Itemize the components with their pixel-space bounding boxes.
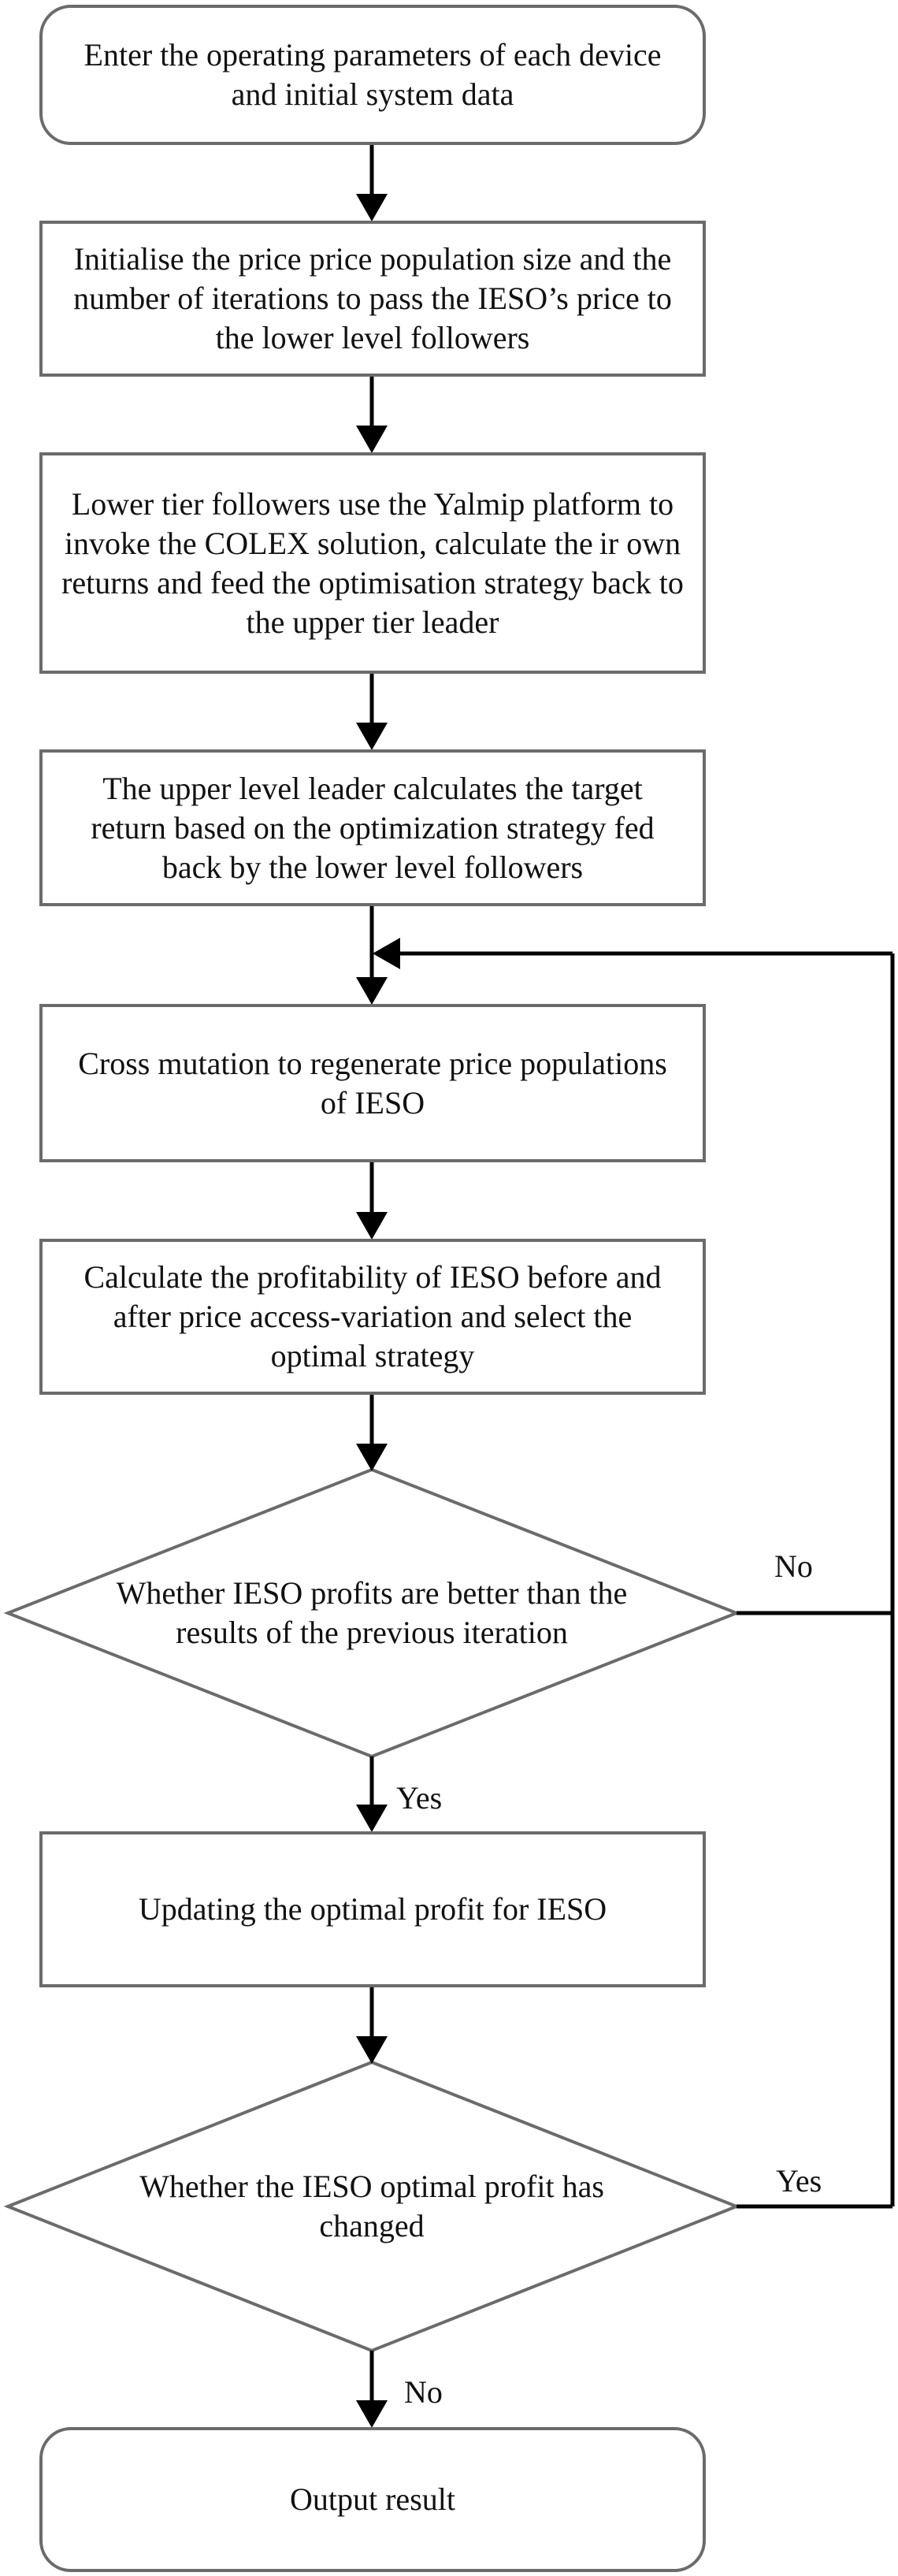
process-lower-tier-followers-text: Lower tier followers use the Yalmip plat… bbox=[61, 485, 684, 640]
decision1-label: Whether IESO profits are better than the… bbox=[116, 1575, 628, 1650]
decision2-text: Whether the IESO optimal profit has chan… bbox=[110, 2159, 633, 2254]
process-upper-level-leader: The upper level leader calculates the ta… bbox=[39, 749, 706, 906]
process-update-optimal-profit-text: Updating the optimal profit for IESO bbox=[138, 1891, 607, 1927]
decision1-text: Whether IESO profits are better than the… bbox=[110, 1566, 633, 1660]
process-upper-level-leader-text: The upper level leader calculates the ta… bbox=[91, 770, 655, 885]
decision2-label: Whether the IESO optimal profit has chan… bbox=[139, 2169, 604, 2243]
process-update-optimal-profit: Updating the optimal profit for IESO bbox=[39, 1831, 706, 1987]
end-node-text: Output result bbox=[290, 2481, 455, 2517]
edge-label-decision2-no: No bbox=[404, 2374, 443, 2410]
edge-label-decision1-yes: Yes bbox=[396, 1780, 443, 1816]
edge-label-decision1-no: No bbox=[774, 1548, 813, 1584]
edge-label-decision2-yes: Yes bbox=[776, 2163, 822, 2199]
process-cross-mutation-text: Cross mutation to regenerate price popul… bbox=[78, 1045, 667, 1121]
process-init-price-population-text: Initialise the price price population si… bbox=[73, 241, 672, 355]
process-init-price-population: Initialise the price price population si… bbox=[39, 221, 706, 377]
process-calculate-profitability: Calculate the profitability of IESO befo… bbox=[39, 1239, 706, 1395]
process-cross-mutation: Cross mutation to regenerate price popul… bbox=[39, 1004, 706, 1162]
end-node: Output result bbox=[39, 2427, 706, 2572]
process-calculate-profitability-text: Calculate the profitability of IESO befo… bbox=[83, 1259, 662, 1373]
process-lower-tier-followers: Lower tier followers use the Yalmip plat… bbox=[39, 452, 706, 674]
start-node: Enter the operating parameters of each d… bbox=[39, 5, 706, 145]
start-node-text: Enter the operating parameters of each d… bbox=[83, 37, 662, 112]
